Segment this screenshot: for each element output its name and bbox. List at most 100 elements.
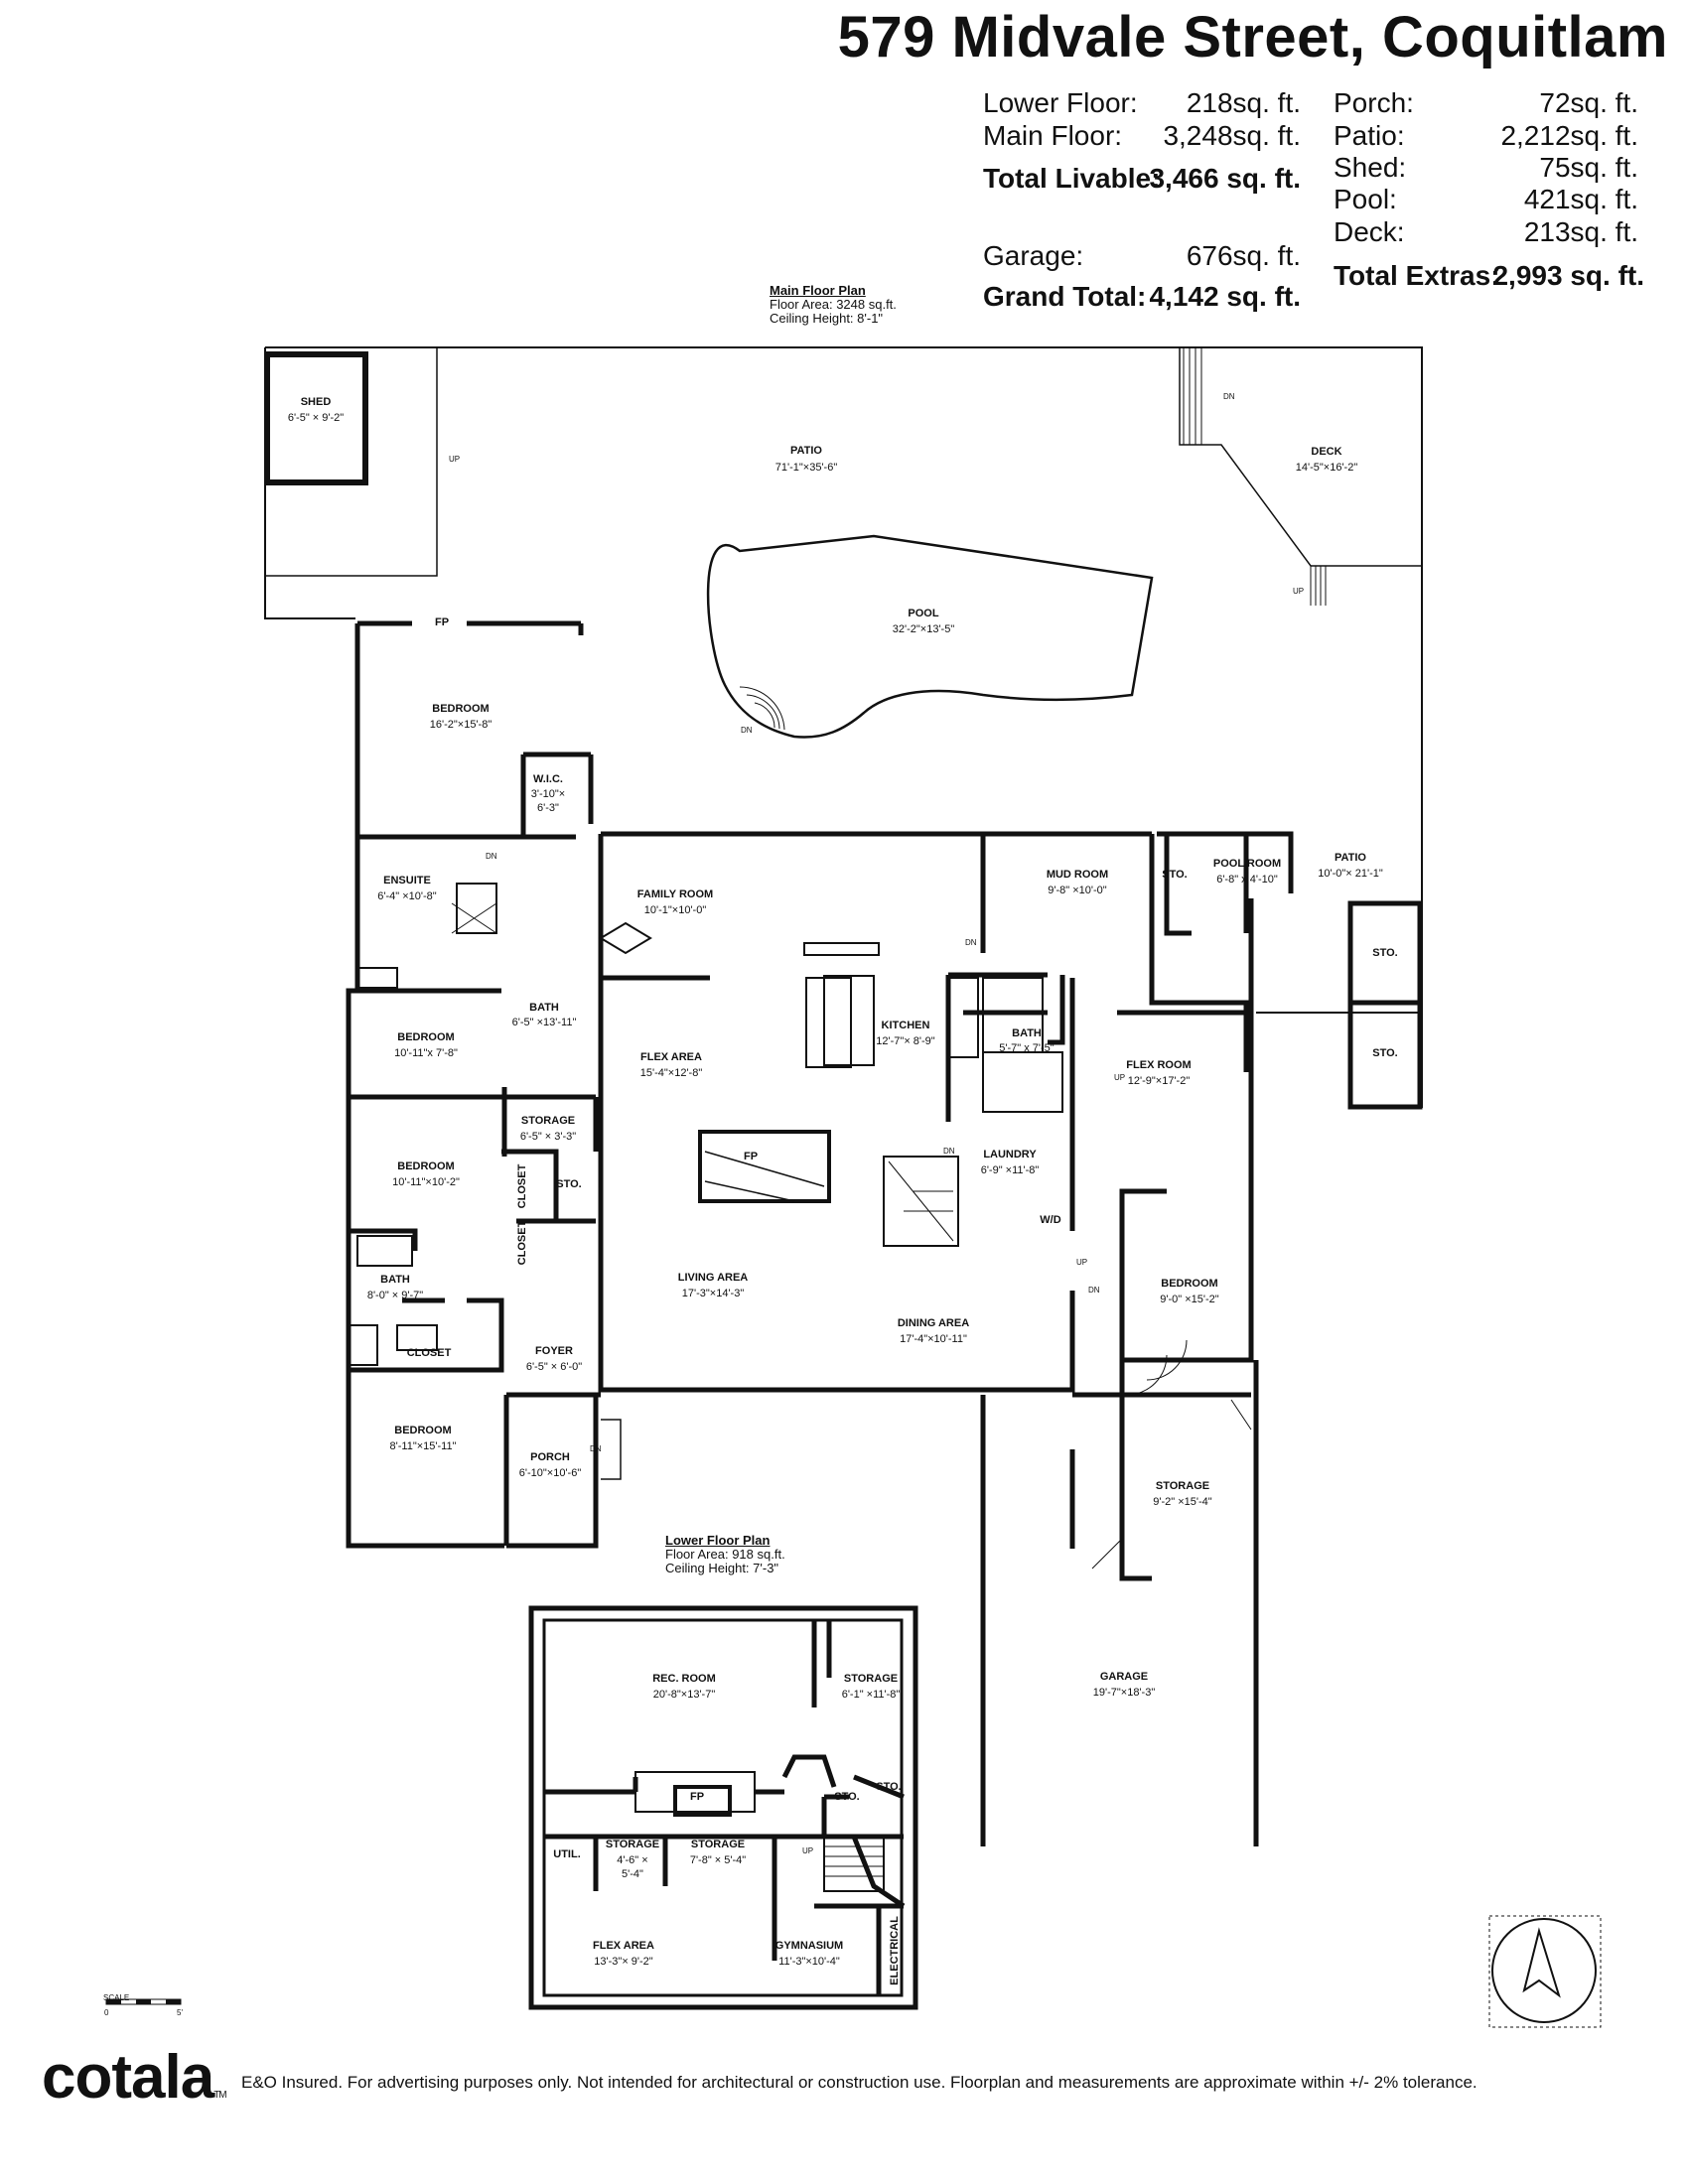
stairs-down-marker: DN bbox=[486, 852, 497, 861]
room-dim: 9'-0" ×15'-2" bbox=[1160, 1294, 1218, 1305]
room-dim: 32'-2"×13'-5" bbox=[893, 623, 955, 635]
scale-start: 0 bbox=[104, 2008, 109, 2017]
room-name: FOYER bbox=[535, 1345, 573, 1357]
scale-label: SCALE bbox=[103, 1993, 130, 2002]
stairs-down-marker: DN bbox=[590, 1444, 602, 1453]
area-label: Total Livable: bbox=[983, 163, 1161, 194]
area-value: 213sq. ft. bbox=[1523, 216, 1638, 247]
room-name: SHED bbox=[301, 396, 332, 408]
pool-outline bbox=[706, 534, 1154, 739]
lower-plan-area: Floor Area: 918 sq.ft. bbox=[665, 1547, 785, 1562]
area-label: Total Extras: bbox=[1334, 260, 1500, 291]
plan-markers: FP FP FP W/D DN UP UP DN DN DN UP DN UP … bbox=[435, 392, 1304, 1855]
room-dim: 14'-5"×16'-2" bbox=[1296, 462, 1358, 474]
room-name: BATH bbox=[1012, 1027, 1042, 1039]
outdoor-outlines bbox=[264, 346, 1423, 1110]
stairs-down-marker: DN bbox=[943, 1147, 955, 1156]
room-dim: 10'-11"×10'-2" bbox=[392, 1176, 460, 1188]
room-dim: 17'-3"×14'-3" bbox=[682, 1288, 745, 1299]
main-floor-details bbox=[347, 883, 1252, 1570]
stairs-up-marker: UP bbox=[1114, 1073, 1125, 1082]
room-dim: 16'-2"×15'-8" bbox=[430, 719, 492, 731]
stairs-up-marker: UP bbox=[1293, 587, 1304, 596]
brand-name: cotala bbox=[42, 2043, 214, 2112]
room-dim: 17'-4"×10'-11" bbox=[900, 1333, 967, 1345]
stairs-down-marker: DN bbox=[741, 726, 753, 735]
scale-bar bbox=[105, 1998, 182, 2005]
lower-plan-header: Lower Floor Plan Floor Area: 918 sq.ft. … bbox=[665, 1534, 785, 1575]
fireplace-marker: FP bbox=[435, 616, 449, 628]
room-name: CLOSET bbox=[516, 1220, 528, 1265]
room-labels: SHED 6'-5" × 9'-2" PATIO 71'-1"×35'-6" D… bbox=[288, 396, 1398, 1985]
room-name: BATH bbox=[529, 1002, 559, 1014]
brand-trademark: TM bbox=[213, 2090, 226, 2101]
room-name: REC. ROOM bbox=[652, 1673, 716, 1685]
room-name: STO. bbox=[834, 1791, 859, 1803]
area-value: 75sq. ft. bbox=[1539, 152, 1638, 183]
room-dim: 5'-7" x 7'-5" bbox=[999, 1042, 1055, 1054]
room-name: POOL bbox=[908, 608, 938, 619]
page-title: 579 Midvale Street, Coquitlam bbox=[837, 5, 1668, 69]
area-value: 2,212sq. ft. bbox=[1500, 120, 1638, 151]
brand-logo: cotalaTM bbox=[42, 2043, 227, 2130]
room-dim: 10'-11"x 7'-8" bbox=[394, 1047, 458, 1059]
room-dim: 19'-7"×18'-3" bbox=[1093, 1687, 1156, 1699]
fireplace-marker: FP bbox=[690, 1791, 704, 1803]
room-dim: 12'-9"×17'-2" bbox=[1128, 1075, 1191, 1087]
stairs-down-marker: DN bbox=[965, 938, 977, 947]
room-dim: 3'-10"× bbox=[531, 788, 565, 800]
room-name: UTIL. bbox=[553, 1848, 581, 1860]
main-plan-header: Main Floor Plan Floor Area: 3248 sq.ft. … bbox=[770, 284, 897, 326]
shed-outline bbox=[264, 351, 368, 485]
area-value: 676sq. ft. bbox=[1186, 240, 1301, 271]
room-name: BATH bbox=[380, 1274, 410, 1286]
room-name: PATIO bbox=[790, 445, 822, 457]
room-name: FLEX ROOM bbox=[1126, 1059, 1191, 1071]
area-value: 4,142 sq. ft. bbox=[1149, 281, 1301, 312]
lower-floor-details bbox=[634, 1771, 885, 1892]
room-name: CLOSET bbox=[407, 1347, 452, 1359]
fireplace-block bbox=[698, 1130, 831, 1203]
room-name: STORAGE bbox=[691, 1839, 745, 1850]
room-dim: 6'-5" × 3'-3" bbox=[520, 1131, 576, 1143]
room-dim: 11'-3"×10'-4" bbox=[778, 1956, 840, 1968]
room-name: W.I.C. bbox=[533, 773, 563, 785]
room-name: BEDROOM bbox=[432, 703, 489, 715]
room-name: ELECTRICAL bbox=[889, 1916, 901, 1985]
room-dim: 13'-3"× 9'-2" bbox=[594, 1956, 652, 1968]
room-dim: 4'-6" × bbox=[617, 1854, 647, 1866]
room-name: FAMILY ROOM bbox=[637, 888, 713, 900]
room-name: STORAGE bbox=[521, 1115, 575, 1127]
room-dim: 6'-10"×10'-6" bbox=[519, 1467, 582, 1479]
room-name: BEDROOM bbox=[394, 1425, 451, 1436]
room-dim: 6'-5" × 6'-0" bbox=[526, 1361, 582, 1373]
area-value: 2,993 sq. ft. bbox=[1492, 260, 1644, 291]
room-name: STO. bbox=[1372, 947, 1397, 959]
room-dim: 10'-0"× 21'-1" bbox=[1318, 868, 1383, 880]
room-name: STO. bbox=[876, 1781, 901, 1793]
room-dim: 12'-7"× 8'-9" bbox=[876, 1035, 934, 1047]
room-name: STO. bbox=[1372, 1047, 1397, 1059]
washer-dryer-marker: W/D bbox=[1040, 1214, 1060, 1226]
area-value: 72sq. ft. bbox=[1539, 87, 1638, 118]
compass bbox=[1488, 1915, 1602, 2028]
lower-floor-walls bbox=[528, 1605, 918, 2010]
room-name: ENSUITE bbox=[383, 875, 431, 887]
room-name: PATIO bbox=[1335, 852, 1366, 864]
area-label: Garage: bbox=[983, 240, 1084, 271]
room-dim: 6'-3" bbox=[537, 802, 559, 814]
fireplace-marker: FP bbox=[744, 1151, 758, 1162]
room-dim: 8'-0" × 9'-7" bbox=[367, 1290, 423, 1301]
room-dim: 6'-5" ×13'-11" bbox=[512, 1017, 577, 1028]
area-label: Pool: bbox=[1334, 184, 1397, 214]
area-value: 3,466 sq. ft. bbox=[1149, 163, 1301, 194]
room-name: BEDROOM bbox=[1161, 1278, 1217, 1290]
room-name: FLEX AREA bbox=[593, 1940, 654, 1952]
area-label: Grand Total: bbox=[983, 281, 1147, 312]
room-dim: 10'-1"×10'-0" bbox=[644, 904, 707, 916]
room-dim: 6'-4" ×10'-8" bbox=[377, 890, 436, 902]
room-dim: 9'-2" ×15'-4" bbox=[1153, 1496, 1211, 1508]
room-dim: 71'-1"×35'-6" bbox=[775, 462, 838, 474]
room-dim: 9'-8" ×10'-0" bbox=[1048, 885, 1106, 896]
